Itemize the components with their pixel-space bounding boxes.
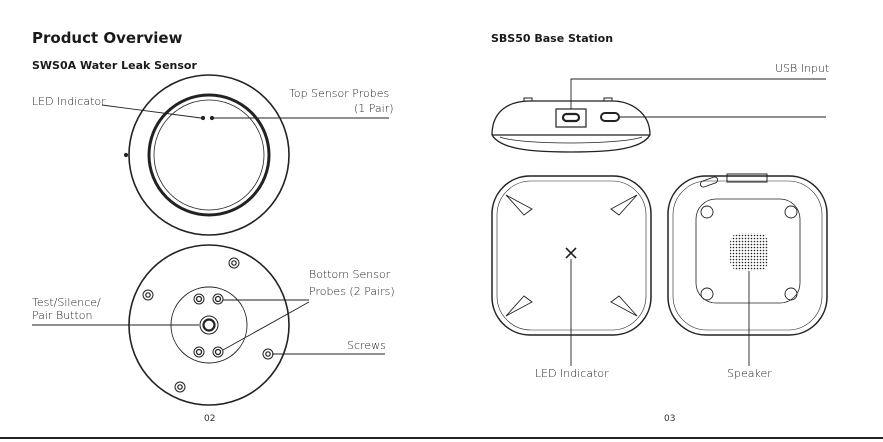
speaker-grille <box>730 233 768 271</box>
bottom-probes <box>194 294 223 357</box>
usb-port <box>563 114 579 121</box>
page-bottom-rule <box>0 437 883 439</box>
sensor-top-view <box>102 75 389 235</box>
side-port <box>601 113 619 121</box>
probe-dot <box>210 116 213 119</box>
base-station-side-view <box>492 79 826 152</box>
led-dot <box>201 116 204 119</box>
sensor-bottom-view <box>32 245 385 405</box>
base-station-top-view <box>492 176 651 366</box>
base-station-bottom-view <box>668 174 827 366</box>
